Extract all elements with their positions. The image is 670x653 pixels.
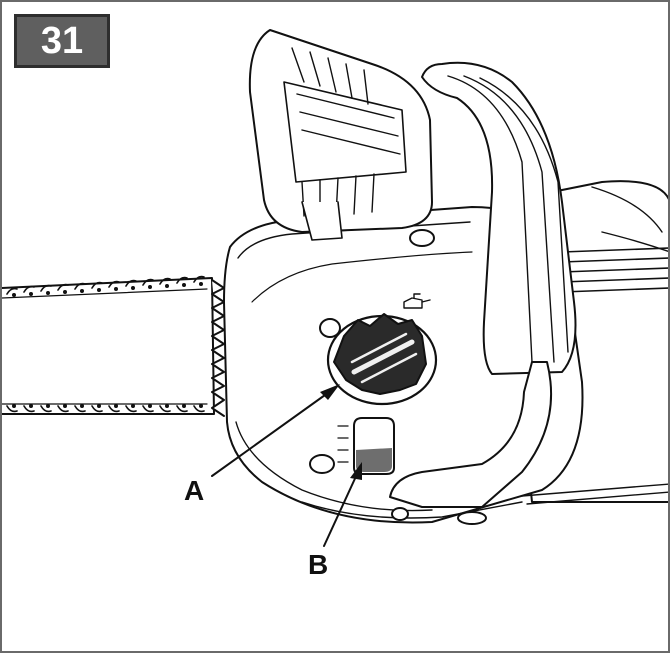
leader-a xyxy=(211,384,340,477)
rear-handle xyxy=(389,361,553,508)
oil-tank-cap xyxy=(326,313,438,406)
oil-level-window xyxy=(353,417,395,475)
oil-can-icon xyxy=(403,293,431,309)
mount-dot xyxy=(319,318,341,338)
bucking-spikes xyxy=(211,279,225,417)
hand-guard xyxy=(421,61,577,375)
saw-chain-top xyxy=(6,275,205,297)
guide-bar xyxy=(2,277,215,415)
leader-b xyxy=(323,462,362,547)
callout-a-label: A xyxy=(184,475,204,506)
oil-level-scale xyxy=(337,425,349,463)
front-handle xyxy=(248,29,433,241)
vent-slots xyxy=(561,247,668,293)
callout-b-label: B xyxy=(308,549,328,580)
figure-number-badge: 31 xyxy=(14,14,110,68)
saw-chain-bottom xyxy=(6,404,205,413)
